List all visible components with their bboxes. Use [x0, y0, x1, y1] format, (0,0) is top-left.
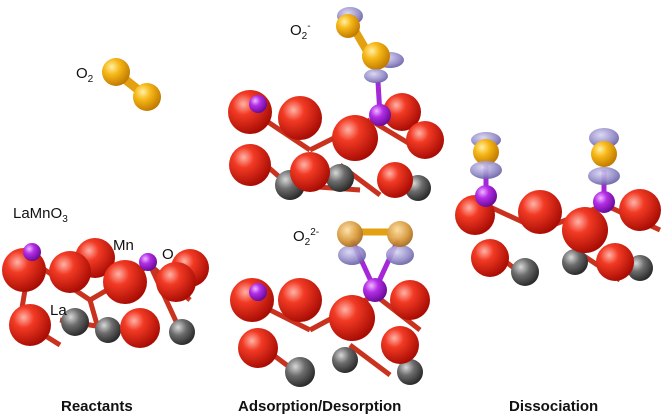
o-label: O: [162, 246, 174, 263]
o2-molecule-label: O2: [76, 65, 94, 85]
oxygen-atom: [133, 83, 161, 111]
adsorption-caption: Adsorption/Desorption: [238, 398, 402, 415]
adsorption-panel: [228, 7, 444, 387]
la-label: La: [50, 302, 67, 319]
peroxide-label: O22-: [293, 227, 320, 248]
mn-label: Mn: [113, 237, 134, 254]
mn-atom: [23, 243, 41, 261]
oxygen-atom: [102, 58, 130, 86]
reactants-panel: [2, 58, 209, 348]
reactants-caption: Reactants: [61, 398, 133, 415]
dissociation-caption: Dissociation: [509, 398, 599, 415]
superoxide-label: O2-: [290, 21, 311, 42]
lamno3-slab: [2, 238, 209, 348]
lamno3-label: LaMnO3: [13, 205, 68, 225]
superoxide-slab: [228, 7, 444, 201]
o2-molecule: [102, 58, 161, 111]
peroxide-slab: [230, 221, 430, 387]
mn-atom: [139, 253, 157, 271]
dissociation-panel: [455, 128, 662, 286]
